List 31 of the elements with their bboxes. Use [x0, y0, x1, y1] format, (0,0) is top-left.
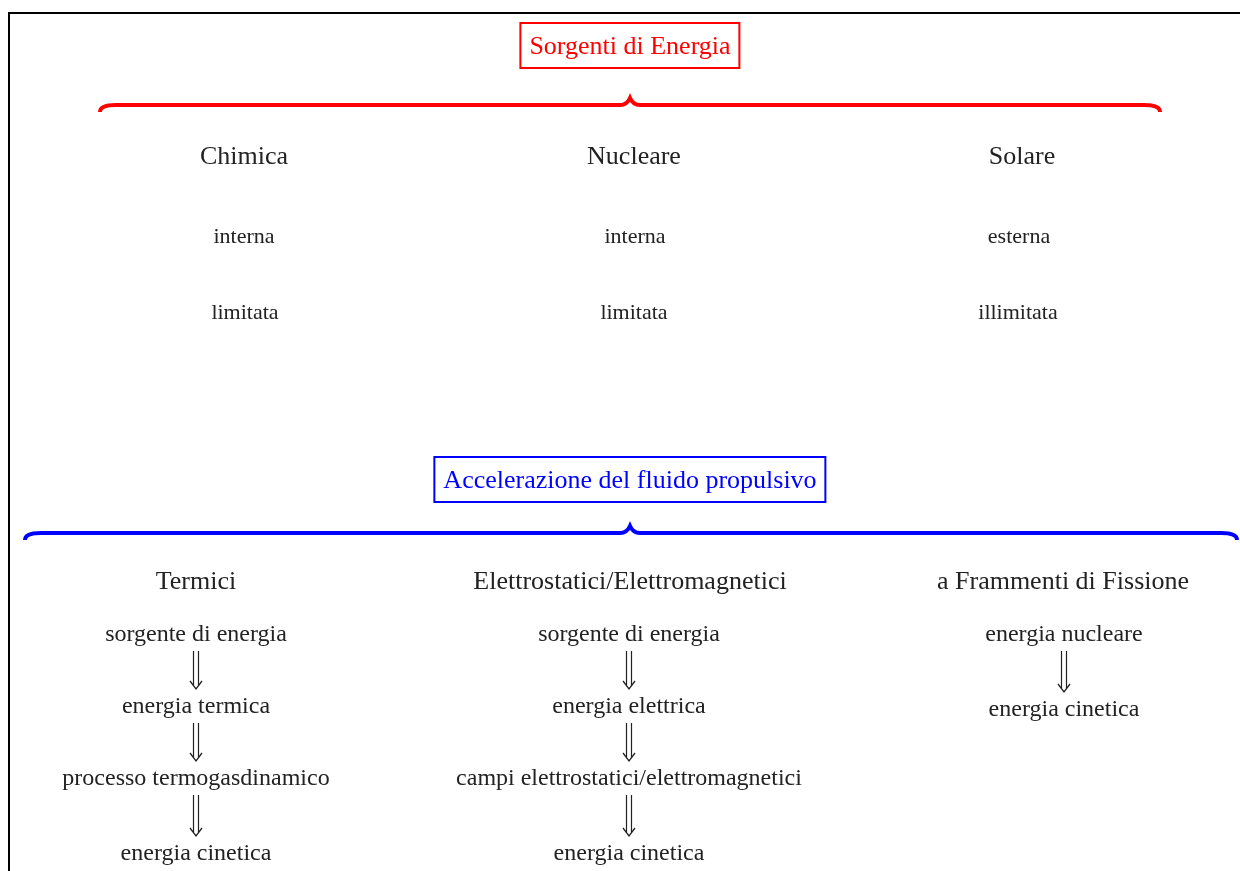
- flow-step: energia elettrica: [552, 691, 706, 719]
- flow-step: campi elettrostatici/elettromagnetici: [456, 763, 802, 791]
- property-text: illimitata: [978, 299, 1058, 325]
- title-box: Accelerazione del fluido propulsivo: [433, 456, 827, 504]
- flow-step: sorgente di energia: [105, 619, 287, 647]
- category-heading: a Frammenti di Fissione: [937, 566, 1189, 596]
- property-text: limitata: [211, 299, 279, 325]
- category-heading: Nucleare: [587, 141, 681, 171]
- category-heading: Chimica: [199, 141, 289, 171]
- double-arrow: [622, 722, 636, 762]
- double-arrow: [622, 794, 636, 837]
- category-heading: Solare: [988, 141, 1056, 171]
- category-heading: Elettrostatici/Elettromagnetici: [473, 566, 787, 596]
- double-arrow: [189, 794, 203, 837]
- property-text: limitata: [600, 299, 668, 325]
- property-text: interna: [213, 223, 275, 249]
- double-arrow: [189, 650, 203, 690]
- flow-step: energia cinetica: [553, 838, 705, 866]
- flow-step: sorgente di energia: [538, 619, 720, 647]
- double-arrow: [622, 650, 636, 690]
- flow-step: energia cinetica: [120, 838, 272, 866]
- flow-step: energia cinetica: [988, 694, 1140, 722]
- property-text: interna: [604, 223, 666, 249]
- property-text: esterna: [987, 223, 1051, 249]
- flow-step: processo termogasdinamico: [62, 763, 330, 791]
- double-arrow: [189, 722, 203, 762]
- flow-step: energia nucleare: [985, 619, 1143, 647]
- double-arrow: [1057, 650, 1071, 693]
- category-heading: Termici: [155, 566, 237, 596]
- flow-step: energia termica: [121, 691, 271, 719]
- title-box: Sorgenti di Energia: [519, 22, 741, 70]
